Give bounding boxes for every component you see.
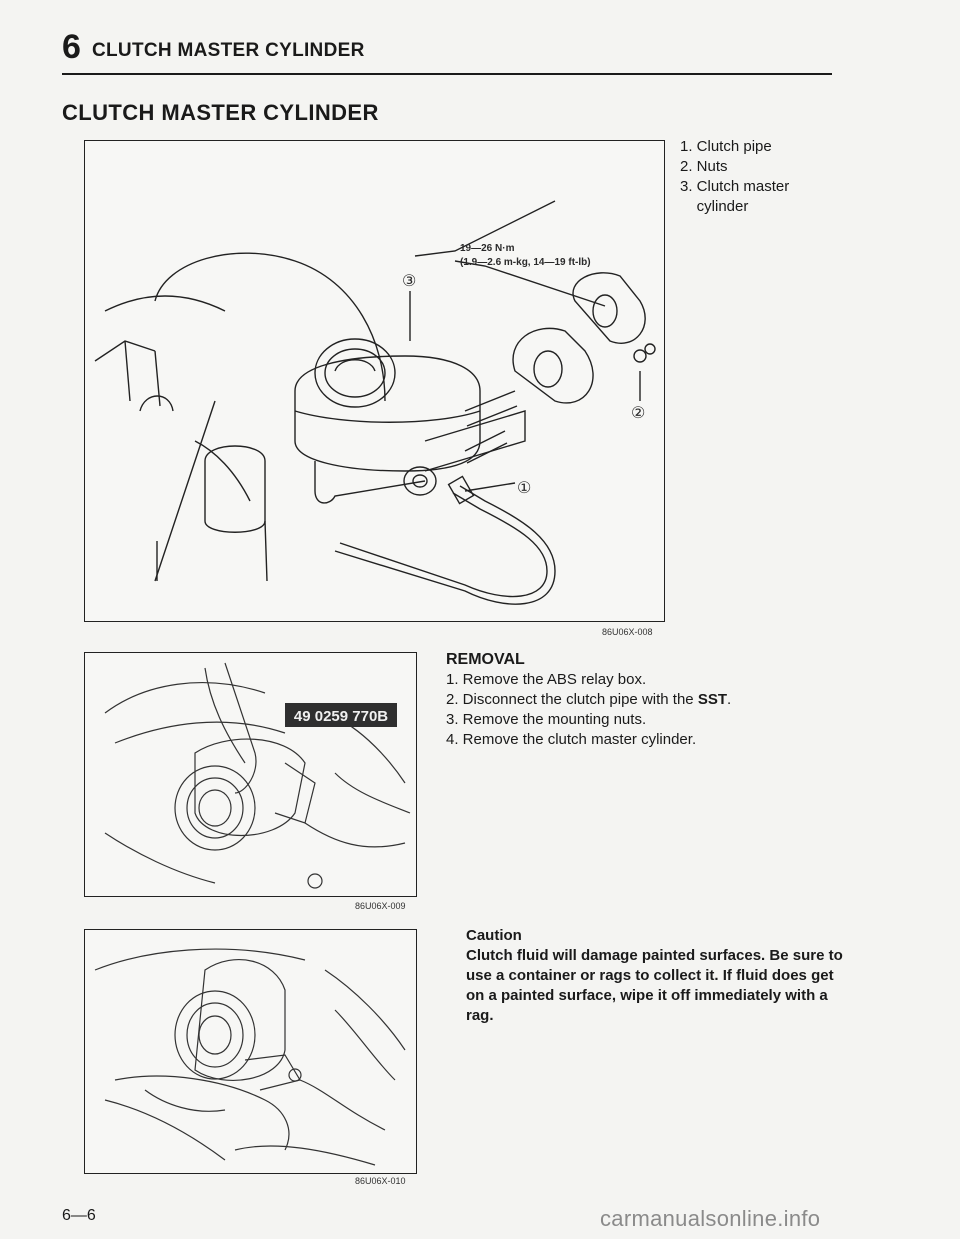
removal-heading: REMOVAL bbox=[446, 651, 525, 668]
caution-block: Caution Clutch fluid will damage painted… bbox=[466, 926, 846, 1026]
removal-section: REMOVAL 1. Remove the ABS relay box. 2. … bbox=[446, 650, 731, 750]
section-number: 6 bbox=[62, 28, 81, 66]
header-rule bbox=[62, 73, 832, 75]
legend-item: 3. Clutch master bbox=[680, 178, 790, 195]
torque-line-1: 19—26 N·m bbox=[460, 243, 515, 254]
removal-step: 3. Remove the mounting nuts. bbox=[446, 711, 647, 728]
watermark: carmanualsonline.info bbox=[600, 1206, 821, 1231]
removal-step: 1. Remove the ABS relay box. bbox=[446, 671, 647, 688]
figure2-code: 86U06X-009 bbox=[355, 901, 406, 911]
rag-photo bbox=[84, 929, 417, 1174]
callout-2: ② bbox=[631, 405, 645, 422]
master-cylinder-illustration: 19—26 N·m (1.9—2.6 m-kg, 14—19 ft-lb) ③ … bbox=[84, 140, 665, 622]
figure1-code: 86U06X-008 bbox=[602, 627, 653, 637]
callout-3: ③ bbox=[402, 273, 416, 290]
sst-label: 49 0259 770B bbox=[294, 708, 388, 725]
step2-end: . bbox=[727, 691, 732, 708]
exploded-view-drawing: 19—26 N·m (1.9—2.6 m-kg, 14—19 ft-lb) ③ … bbox=[94, 200, 656, 605]
removal-step: 2. Disconnect the clutch pipe with the S… bbox=[446, 690, 731, 710]
figure3-code: 86U06X-010 bbox=[355, 1176, 406, 1186]
sst-ref: SST bbox=[697, 691, 727, 708]
page-title: CLUTCH MASTER CYLINDER bbox=[62, 100, 379, 125]
caution-heading: Caution bbox=[466, 927, 522, 944]
caution-text: Clutch fluid will damage painted surface… bbox=[466, 947, 843, 1024]
section-title: CLUTCH MASTER CYLINDER bbox=[92, 40, 365, 61]
callout-1: ① bbox=[517, 480, 531, 497]
legend-item: 2. Nuts bbox=[680, 158, 728, 175]
page-number: 6—6 bbox=[62, 1207, 96, 1224]
legend-item: cylinder bbox=[680, 198, 749, 215]
removal-step: 4. Remove the clutch master cylinder. bbox=[446, 731, 697, 748]
sst-photo-drawing: 49 0259 770B bbox=[104, 662, 411, 889]
parts-legend: 1. Clutch pipe 2. Nuts 3. Clutch master … bbox=[680, 137, 789, 217]
torque-line-2: (1.9—2.6 m-kg, 14—19 ft-lb) bbox=[460, 257, 591, 268]
step2-text: 2. Disconnect the clutch pipe with the bbox=[446, 691, 698, 708]
legend-item: 1. Clutch pipe bbox=[680, 138, 772, 155]
sst-photo: 49 0259 770B bbox=[84, 652, 417, 897]
rag-photo-drawing bbox=[94, 948, 406, 1166]
